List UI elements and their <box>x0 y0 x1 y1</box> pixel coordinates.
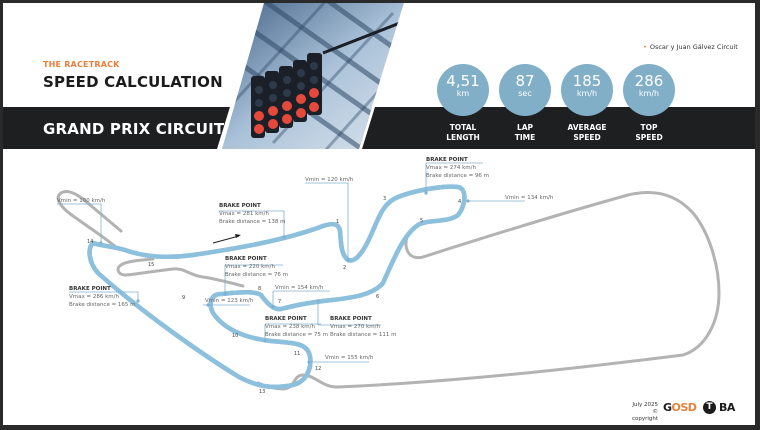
transit-logo-icon: T <box>703 401 716 414</box>
brake-vmax: Vmax = 274 km/h <box>426 165 476 171</box>
stat-unit: km/h <box>576 89 598 98</box>
brake-distance: Brake distance = 76 m <box>225 272 288 278</box>
brake-vmax: Vmax = 281 km/h <box>219 211 269 217</box>
vmin-label-turn-4: Vmin = 134 km/h <box>505 195 554 201</box>
brake-vmax: Vmax = 238 km/h <box>265 324 315 330</box>
gosd-logo: GOSD <box>663 401 697 414</box>
turn-markers: 1 2 3 4 5 6 7 8 9 10 11 12 13 14 15 <box>87 196 461 395</box>
ba-logo: BA <box>719 401 735 414</box>
svg-text:14: 14 <box>87 239 93 245</box>
circuit-legend: •Oscar y Juan Gálvez Circuit <box>643 43 738 51</box>
brake-vmax: Vmax = 270 km/h <box>330 324 380 330</box>
header-band <box>3 107 755 149</box>
vmin-label-turn-7: Vmin = 154 km/h <box>275 285 324 291</box>
brake-point-title: BRAKE POINT <box>330 316 372 322</box>
brake-vmax: Vmax = 220 km/h <box>225 264 275 270</box>
vmin-label-turn-12: Vmin = 155 km/h <box>325 355 374 361</box>
brake-distance: Brake distance = 165 m <box>69 302 136 308</box>
legend-dot-icon: • <box>643 43 647 51</box>
brake-point-title: BRAKE POINT <box>69 286 111 292</box>
start-lights-photo <box>217 3 407 149</box>
unused-track-layout <box>56 189 721 391</box>
brake-distance: Brake distance = 96 m <box>426 173 489 179</box>
footer-date: July 2025© copyright <box>631 402 658 422</box>
svg-text:5: 5 <box>420 218 423 224</box>
vmin-label-turn-2: Vmin = 120 km/h <box>305 177 354 183</box>
svg-text:10: 10 <box>232 333 238 339</box>
stat-lap-time: 87 sec <box>499 64 551 116</box>
vmin-label-turn-9: Vmin = 123 km/h <box>205 298 254 304</box>
stat-average-speed: 185 km/h <box>561 64 613 116</box>
svg-text:12: 12 <box>315 366 321 372</box>
stat-top-speed: 286 km/h <box>623 64 675 116</box>
stat-unit: km/h <box>638 89 660 98</box>
stat-unit: sec <box>518 89 532 98</box>
brake-point-title: BRAKE POINT <box>225 256 267 262</box>
brake-point-title: BRAKE POINT <box>265 316 307 322</box>
legend-label: Oscar y Juan Gálvez Circuit <box>649 43 738 51</box>
svg-text:3: 3 <box>383 196 386 202</box>
brake-point-title: BRAKE POINT <box>426 157 468 163</box>
svg-text:6: 6 <box>376 294 379 300</box>
svg-text:7: 7 <box>278 299 281 305</box>
brake-distance: Brake distance = 111 m <box>330 332 397 338</box>
stat-total-length: 4,51 km <box>437 64 489 116</box>
stat-value: 4,51 <box>446 72 480 90</box>
vmin-label-turn-14: Vmin = 100 km/h <box>57 198 106 204</box>
svg-text:11: 11 <box>294 351 300 357</box>
brake-distance: Brake distance = 138 m <box>219 219 286 225</box>
circuit-type-heading: GRAND PRIX CIRCUIT <box>43 120 225 138</box>
callout-points <box>99 191 470 364</box>
svg-text:13: 13 <box>259 389 265 395</box>
stat-value: 286 <box>634 72 664 90</box>
race-circuit-layout <box>90 187 465 387</box>
page-title: SPEED CALCULATION <box>43 73 223 91</box>
svg-text:1: 1 <box>336 219 339 225</box>
brake-vmax: Vmax = 286 km/h <box>69 294 119 300</box>
kicker-text: THE RACETRACK <box>43 60 120 69</box>
brake-distance: Brake distance = 75 m <box>265 332 328 338</box>
callout-lines <box>57 162 525 363</box>
svg-text:15: 15 <box>148 262 154 268</box>
stat-value: 87 <box>515 72 535 90</box>
svg-text:9: 9 <box>182 295 185 301</box>
stat-unit: km <box>456 89 470 98</box>
direction-arrow-icon <box>212 234 241 244</box>
svg-text:4: 4 <box>458 199 461 205</box>
svg-text:8: 8 <box>258 286 261 292</box>
stat-value: 185 <box>572 72 602 90</box>
svg-text:2: 2 <box>343 265 346 271</box>
track-map: Vmin = 100 km/h Vmin = 120 km/h BRAKE PO… <box>56 157 721 395</box>
infographic-page: THE RACETRACK SPEED CALCULATION GRAND PR… <box>3 3 755 425</box>
brake-point-title: BRAKE POINT <box>219 203 261 209</box>
